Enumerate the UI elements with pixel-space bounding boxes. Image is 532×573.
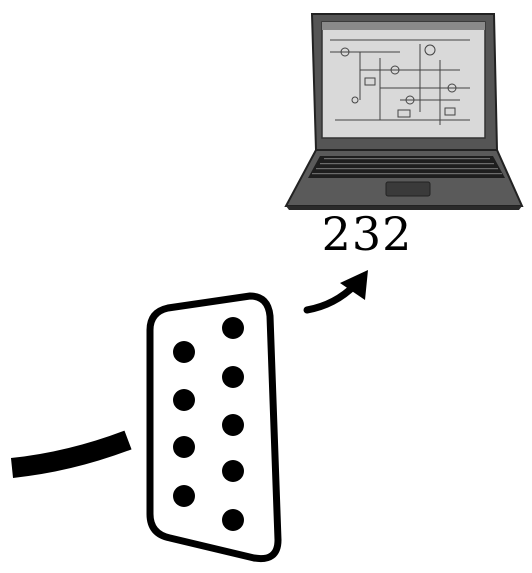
connector-pin-1 xyxy=(222,317,244,339)
laptop-icon xyxy=(284,13,524,210)
connector-pin-6 xyxy=(173,341,195,363)
connector-pin-2 xyxy=(222,366,244,388)
laptop-touchpad xyxy=(385,181,431,197)
connector-pin-3 xyxy=(222,414,244,436)
connector-shell xyxy=(146,292,282,563)
connector-pin-7 xyxy=(173,389,195,411)
screen-schematic xyxy=(330,39,470,125)
arrow-icon xyxy=(303,270,368,314)
connector-pin-8 xyxy=(173,436,195,458)
laptop-screen xyxy=(321,21,486,139)
laptop-label: 232 xyxy=(321,207,413,261)
connector-pin-5 xyxy=(222,509,244,531)
connector-pins xyxy=(173,317,244,531)
connector-pin-9 xyxy=(173,485,195,507)
connector-pin-4 xyxy=(222,460,244,482)
db9-connector-icon xyxy=(146,292,282,563)
laptop-keyboard xyxy=(308,156,505,178)
cable-icon xyxy=(10,430,132,478)
